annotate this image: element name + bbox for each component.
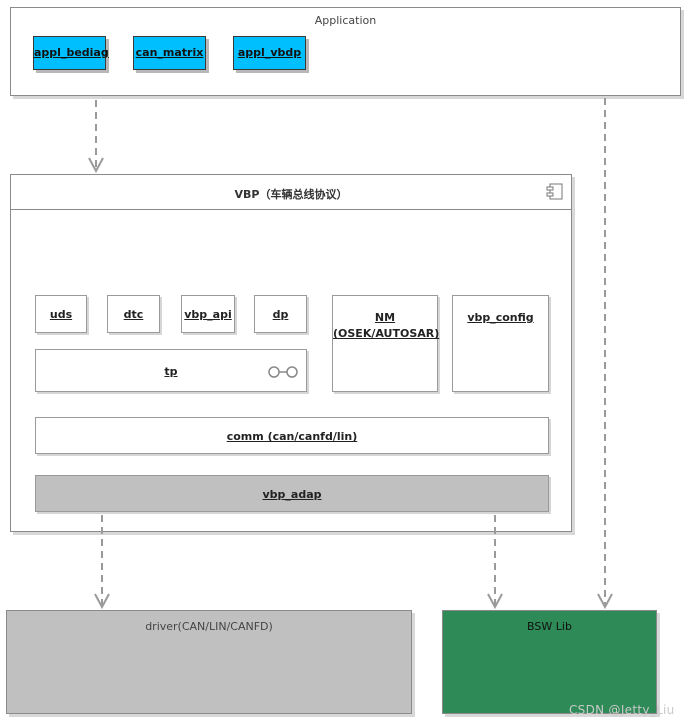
nm-standard-label: (OSEK/AUTOSAR)	[333, 327, 440, 340]
component-icon	[546, 183, 564, 201]
nm-label: NM	[374, 311, 396, 324]
application-title: Application	[314, 14, 377, 27]
vbp-title: VBP（车辆总线协议）	[234, 188, 348, 201]
component-vbp-adap[interactable]: vbp_adap	[35, 475, 549, 512]
component-dtc[interactable]: dtc	[107, 295, 160, 333]
component-vbp-api[interactable]: vbp_api	[181, 295, 235, 333]
module-appl-bediag[interactable]: appl_bediag	[33, 36, 109, 70]
arrowhead-bsw-left	[487, 593, 503, 610]
application-package: Application	[10, 7, 681, 96]
assembly-link-icon	[266, 366, 300, 378]
component-dp[interactable]: dp	[254, 295, 307, 333]
module-appl-vbdp[interactable]: appl_vbdp	[233, 36, 306, 70]
component-comm[interactable]: comm (can/canfd/lin)	[35, 417, 549, 454]
component-tp[interactable]: tp	[35, 349, 307, 392]
arrowhead-vbp	[88, 157, 104, 174]
arrowhead-driver	[94, 593, 110, 610]
vbp-header-divider	[11, 209, 571, 210]
driver-title: driver(CAN/LIN/CANFD)	[145, 620, 273, 633]
component-uds[interactable]: uds	[35, 295, 87, 333]
bsw-lib-title: BSW Lib	[527, 620, 572, 633]
driver-package: driver(CAN/LIN/CANFD)	[6, 610, 412, 714]
component-nm[interactable]: NM (OSEK/AUTOSAR)	[332, 295, 440, 392]
arrowhead-bsw-right	[597, 593, 613, 610]
watermark: CSDN @Jetty_Liu	[569, 703, 675, 717]
module-can-matrix[interactable]: can_matrix	[133, 36, 206, 70]
component-vbp-config[interactable]: vbp_config	[452, 295, 549, 392]
tp-label: tp	[164, 365, 178, 378]
bsw-lib-package: BSW Lib	[442, 610, 657, 714]
